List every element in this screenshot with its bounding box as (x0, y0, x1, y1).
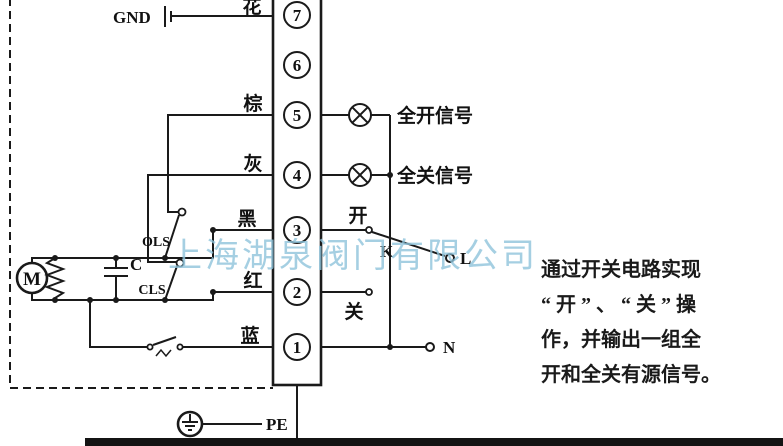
svg-text:1: 1 (293, 338, 302, 357)
neutral-line: N (321, 338, 456, 357)
close-signal-label: 全关信号 (396, 164, 473, 187)
description-line: 作，并输出一组全 (541, 329, 701, 351)
close-cmd-label: 关 (344, 300, 363, 323)
thermal-switch-icon (146, 336, 184, 358)
brown-wire (167, 114, 273, 213)
wire-label-4: 灰 (243, 152, 262, 175)
black-wire (55, 229, 273, 259)
junction-dot (210, 227, 216, 233)
svg-text:2: 2 (293, 283, 302, 302)
l-label: L (460, 249, 471, 268)
pe-label: PE (266, 415, 288, 434)
pe-earth: PE (176, 385, 298, 441)
terminal-strip: 7 6 5 4 3 2 1 (271, 0, 323, 387)
open-signal-label: 全开信号 (396, 104, 473, 127)
n-label: N (443, 338, 456, 357)
terminal-2: 2 (283, 278, 311, 306)
open-signal-lamp: 全开信号 (321, 103, 473, 127)
terminal-7: 7 (283, 1, 311, 29)
bottom-bar (85, 438, 783, 446)
svg-text:6: 6 (293, 56, 302, 75)
terminal-3: 3 (283, 216, 311, 244)
cls-label: CLS (138, 283, 165, 298)
l-terminal (445, 253, 455, 263)
gnd-label: GND (113, 8, 151, 27)
wire-label-2: 红 (243, 269, 262, 292)
terminal-1: 1 (283, 333, 311, 361)
cls-switch: CLS (138, 258, 185, 303)
description-line: “开”、“关”操 (541, 294, 701, 316)
description-line: 开和全关有源信号。 (541, 364, 721, 386)
capacitor-label: C (130, 255, 142, 274)
wire-label-1: 蓝 (240, 324, 259, 347)
ground-icon (164, 6, 172, 27)
motor-icon: M (15, 257, 55, 301)
svg-text:3: 3 (293, 221, 302, 240)
gray-wire (147, 174, 273, 263)
junction-dot (210, 289, 216, 295)
terminal-6: 6 (283, 51, 311, 79)
close-signal-lamp: 全关信号 (321, 163, 473, 187)
terminal-5: 5 (283, 101, 311, 129)
motor-label: M (23, 269, 41, 290)
n-terminal (425, 342, 435, 352)
internal-wiring (55, 114, 273, 348)
red-wire (55, 291, 273, 301)
dashed-enclosure (9, 0, 273, 389)
description-line: 通过开关电路实现 (541, 259, 701, 281)
gnd-group: GND 花 (113, 0, 273, 27)
open-cmd-label: 开 (348, 206, 367, 227)
svg-text:4: 4 (293, 166, 302, 185)
ols-switch: OLS (142, 207, 187, 261)
watermark: 上海湖泉阀门有限公司 (168, 238, 538, 275)
wire-label-7: 花 (242, 0, 261, 18)
svg-text:5: 5 (293, 106, 302, 125)
svg-text:7: 7 (293, 6, 302, 25)
k-switch: 开 K L 关 (321, 206, 471, 323)
terminal-4: 4 (283, 161, 311, 189)
wire-label-3: 黑 (237, 208, 256, 230)
capacitor-icon: C (104, 255, 142, 303)
winding-zigzag-icon (44, 255, 66, 303)
ols-label: OLS (142, 235, 170, 250)
wire-label-5: 棕 (243, 92, 262, 115)
k-label: K (380, 242, 394, 261)
description-panel: 通过开关电路实现 “开”、“关”操 作，并输出一组全 开和全关有源信号。 (541, 253, 783, 393)
